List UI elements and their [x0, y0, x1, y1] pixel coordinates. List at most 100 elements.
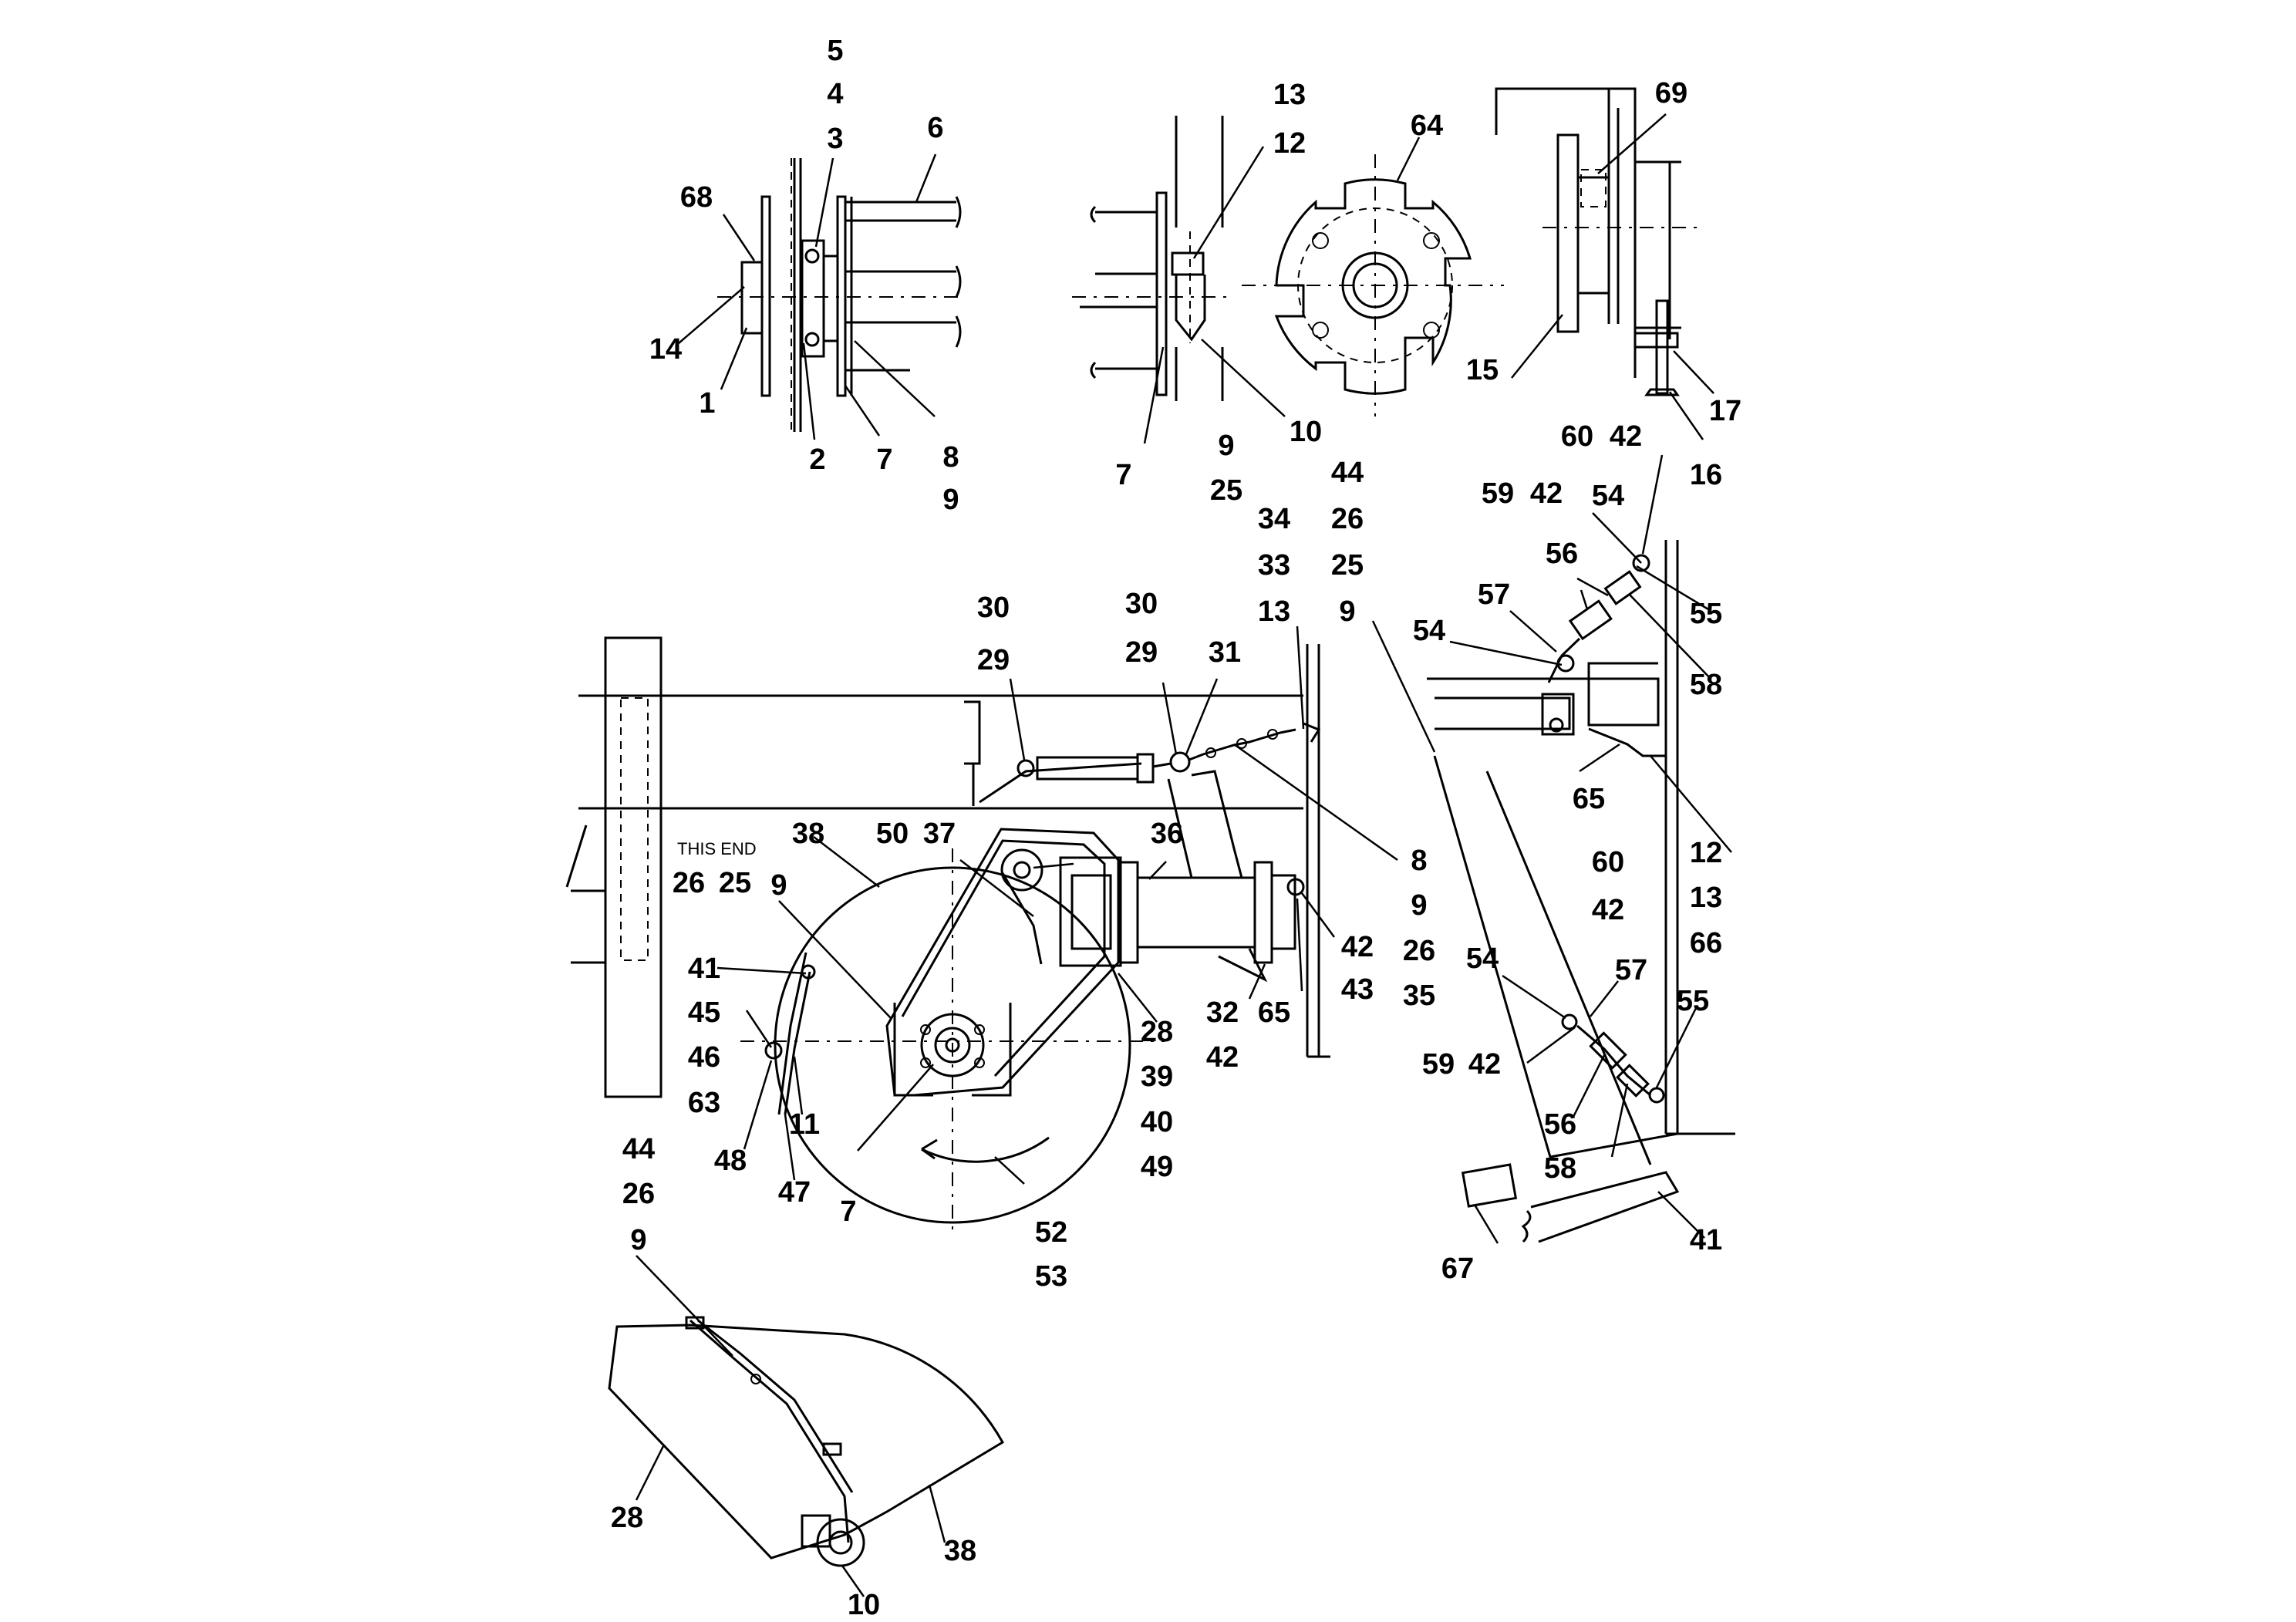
callout-41: 41	[688, 953, 720, 985]
callout-12: 12	[1690, 837, 1722, 869]
blade-wheel	[740, 836, 1165, 1234]
callout-59: 59	[1482, 477, 1514, 510]
bracket-detail	[1072, 116, 1286, 444]
callout-8: 8	[1411, 845, 1427, 877]
callout-63: 63	[688, 1087, 720, 1119]
callout-40: 40	[1141, 1106, 1173, 1138]
strap-rod	[716, 952, 816, 1181]
callout-11: 11	[789, 1108, 820, 1141]
callout-56: 56	[1544, 1108, 1576, 1141]
callout-69: 69	[1655, 77, 1687, 110]
callout-57: 57	[1615, 954, 1647, 986]
slotted-disc	[1242, 137, 1504, 416]
callout-57: 57	[1478, 578, 1510, 611]
callout-38: 38	[792, 818, 824, 850]
callout-9: 9	[770, 869, 787, 902]
callout-32: 32	[1206, 996, 1239, 1029]
callout-26: 26	[622, 1178, 655, 1210]
callout-4: 4	[827, 78, 843, 110]
callout-25: 25	[1331, 549, 1364, 582]
callout-41: 41	[1690, 1224, 1722, 1256]
callout-15: 15	[1466, 354, 1499, 386]
callout-13: 13	[1690, 882, 1722, 914]
callout-50: 50	[876, 818, 909, 850]
callout-7: 7	[876, 443, 892, 476]
callout-35: 35	[1403, 980, 1435, 1012]
callout-43: 43	[1341, 973, 1374, 1006]
callout-31: 31	[1209, 636, 1241, 669]
callout-60: 60	[1561, 420, 1593, 453]
callout-65: 65	[1258, 996, 1290, 1029]
callout-48: 48	[714, 1145, 747, 1177]
callout-28: 28	[611, 1502, 643, 1534]
callout-42: 42	[1592, 894, 1624, 926]
callout-30: 30	[1125, 588, 1158, 620]
callout-46: 46	[688, 1041, 720, 1074]
note-this-end: THIS END	[677, 839, 757, 858]
callout-59: 59	[1422, 1048, 1455, 1081]
callout-47: 47	[778, 1176, 811, 1209]
callout-66: 66	[1690, 927, 1722, 959]
callout-58: 58	[1544, 1152, 1576, 1185]
callout-34: 34	[1258, 503, 1290, 535]
callout-44: 44	[622, 1133, 655, 1165]
callout-42: 42	[1530, 477, 1563, 510]
cylinder-chain	[979, 626, 1398, 862]
callout-42: 42	[1341, 931, 1374, 963]
callout-42: 42	[1610, 420, 1642, 453]
callout-26: 26	[673, 867, 705, 899]
callout-54: 54	[1466, 943, 1499, 975]
callout-65: 65	[1573, 783, 1605, 815]
callout-42: 42	[1206, 1041, 1239, 1074]
callout-3: 3	[827, 123, 843, 155]
pulley-detail	[1495, 87, 1714, 440]
callout-7: 7	[840, 1195, 856, 1228]
callout-58: 58	[1690, 669, 1722, 701]
callout-26: 26	[1403, 935, 1435, 967]
callout-5: 5	[827, 35, 843, 67]
callout-29: 29	[1125, 636, 1158, 669]
callout-38: 38	[944, 1535, 976, 1567]
callout-25: 25	[1210, 474, 1242, 507]
callout-17: 17	[1709, 395, 1741, 427]
callout-6: 6	[927, 112, 943, 144]
callout-26: 26	[1331, 503, 1364, 535]
callout-49: 49	[1141, 1151, 1173, 1183]
callout-1: 1	[699, 387, 715, 420]
callout-9: 9	[1339, 595, 1355, 628]
callout-25: 25	[719, 867, 751, 899]
main-frame	[565, 636, 1330, 1098]
callout-9: 9	[630, 1224, 646, 1256]
callout-13: 13	[1273, 79, 1306, 111]
callout-45: 45	[688, 996, 720, 1029]
callout-12: 12	[1273, 127, 1306, 160]
callout-8: 8	[942, 441, 959, 474]
callout-55: 55	[1677, 985, 1709, 1017]
callout-60: 60	[1592, 846, 1624, 878]
callout-7: 7	[1115, 459, 1131, 491]
callout-labels: 5 4 3 6 68 14 1 2 7 8 9 13 12 64 69 15 1…	[611, 35, 1741, 1621]
callout-16: 16	[1690, 459, 1722, 491]
callout-44: 44	[1331, 457, 1364, 489]
callout-64: 64	[1411, 110, 1443, 142]
callout-68: 68	[680, 181, 713, 214]
guard-detail	[608, 1255, 1005, 1597]
callout-52: 52	[1035, 1216, 1067, 1249]
callout-2: 2	[809, 443, 825, 476]
callout-10: 10	[848, 1589, 880, 1621]
callout-36: 36	[1151, 818, 1183, 850]
callout-10: 10	[1290, 416, 1322, 448]
callout-42: 42	[1468, 1048, 1501, 1081]
callout-9: 9	[942, 484, 959, 516]
callout-39: 39	[1141, 1061, 1173, 1093]
callout-14: 14	[649, 333, 682, 366]
callout-55: 55	[1690, 598, 1722, 630]
callout-29: 29	[977, 644, 1010, 676]
callout-28: 28	[1141, 1016, 1173, 1048]
callout-67: 67	[1441, 1253, 1474, 1285]
callout-33: 33	[1258, 549, 1290, 582]
hub-shaft-detail	[678, 153, 964, 440]
callout-9: 9	[1218, 430, 1234, 462]
